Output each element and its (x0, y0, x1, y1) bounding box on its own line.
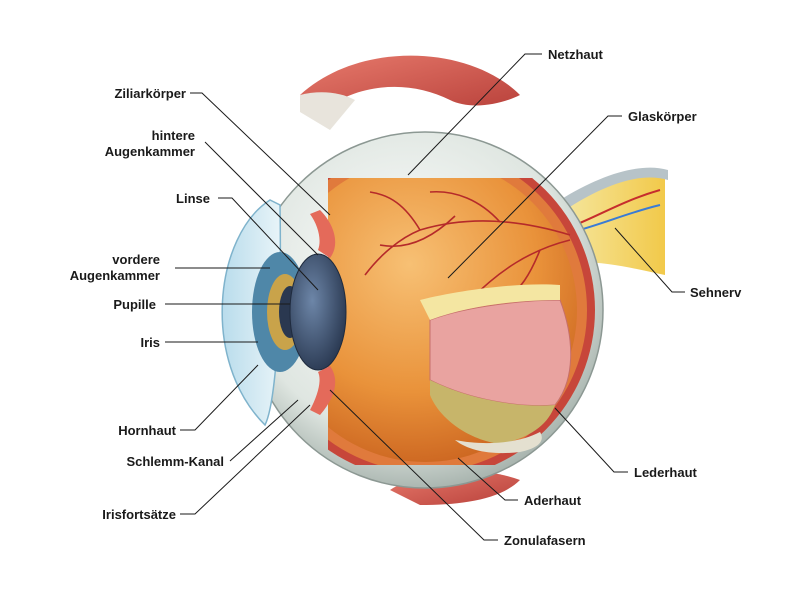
leader-lines (165, 53, 685, 541)
choroid-layer (430, 380, 555, 444)
label-lederhaut: Lederhaut (634, 465, 698, 480)
label-netzhaut: Netzhaut (548, 47, 604, 62)
upper-muscle-tendon (300, 92, 355, 130)
label-ziliarkoerper: Ziliarkörper (114, 86, 186, 101)
upper-eye-muscle (300, 55, 520, 112)
leader-zonulafasern (329, 389, 498, 541)
sclera-cut-layer (455, 432, 542, 454)
leader-ziliarkoerper (190, 92, 331, 216)
label-irisfortsaetze: Irisfortsätze (102, 507, 176, 522)
label-linse: Linse (176, 191, 210, 206)
leader-schlemm-kanal (229, 399, 299, 462)
label-vordere-line2: Augenkammer (70, 268, 160, 283)
eye-illustration (221, 55, 668, 505)
label-vordere-line1: vordere (112, 252, 160, 267)
lens-shape (289, 253, 347, 371)
leader-hintere-augenkammer (204, 141, 319, 256)
label-iris: Iris (140, 335, 160, 350)
retina-layer-cream (420, 284, 560, 320)
label-aderhaut: Aderhaut (524, 493, 582, 508)
leader-irisfortsaetze (180, 404, 311, 515)
leader-aderhaut (457, 457, 518, 501)
leader-hornhaut (180, 364, 259, 431)
labels: Ziliarkörper hintere Augenkammer Linse v… (70, 47, 742, 548)
optic-nerve-sheath (560, 167, 668, 210)
ciliary-body-lower (310, 366, 336, 415)
leader-glaskoerper (447, 115, 622, 279)
ciliary-body-upper (310, 210, 336, 258)
leader-netzhaut (407, 53, 542, 176)
label-hintere-line1: hintere (152, 128, 195, 143)
label-sehnerv: Sehnerv (690, 285, 742, 300)
label-glaskoerper: Glaskörper (628, 109, 697, 124)
label-schlemm-kanal: Schlemm-Kanal (126, 454, 224, 469)
label-hornhaut: Hornhaut (118, 423, 176, 438)
label-hintere-line2: Augenkammer (105, 144, 195, 159)
leader-lederhaut (554, 407, 628, 473)
label-zonulafasern: Zonulafasern (504, 533, 586, 548)
leader-linse (218, 197, 319, 291)
label-pupille: Pupille (113, 297, 156, 312)
optic-nerve-vessel-red (574, 189, 661, 226)
retina-layer-pink (429, 299, 572, 407)
leader-sehnerv (614, 227, 685, 293)
